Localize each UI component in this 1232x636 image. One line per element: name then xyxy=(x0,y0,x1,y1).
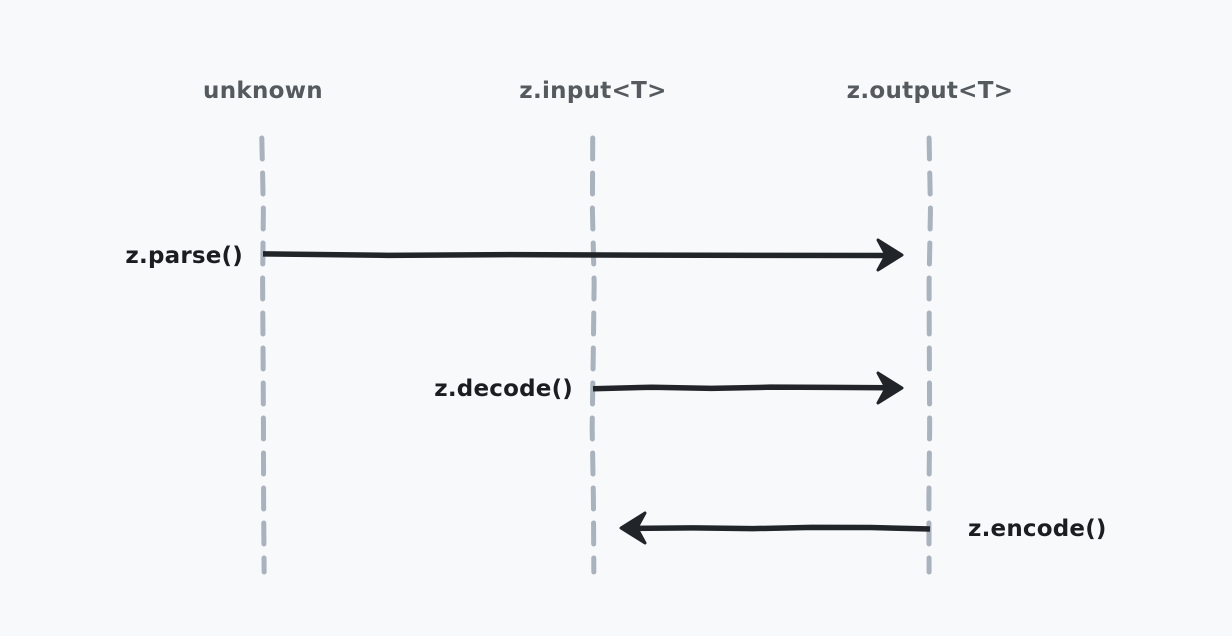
participant-label-unknown: unknown xyxy=(203,78,323,104)
participant-label-z-input: z.input<T> xyxy=(519,78,666,104)
message-label-parse: z.parse() xyxy=(125,243,243,269)
arrowhead-right-decode xyxy=(876,371,904,405)
participant-headers-group: unknown z.input<T> z.output<T> xyxy=(203,78,1013,104)
message-line-parse xyxy=(262,251,889,259)
message-line-decode xyxy=(592,384,889,392)
message-label-encode: z.encode() xyxy=(968,516,1107,542)
participant-label-z-output: z.output<T> xyxy=(847,78,1014,104)
message-label-decode: z.decode() xyxy=(434,376,573,402)
message-parse: z.parse() xyxy=(125,238,904,272)
lifelines-group xyxy=(259,135,933,575)
lifeline-unknown xyxy=(259,135,267,575)
message-decode: z.decode() xyxy=(434,371,904,405)
lifeline-z-output xyxy=(926,135,933,575)
lifeline-z-input xyxy=(589,135,597,575)
message-encode: z.encode() xyxy=(619,511,1107,545)
arrowhead-right-parse xyxy=(876,238,904,272)
arrowhead-left-encode xyxy=(619,511,647,545)
message-line-encode xyxy=(634,524,931,532)
